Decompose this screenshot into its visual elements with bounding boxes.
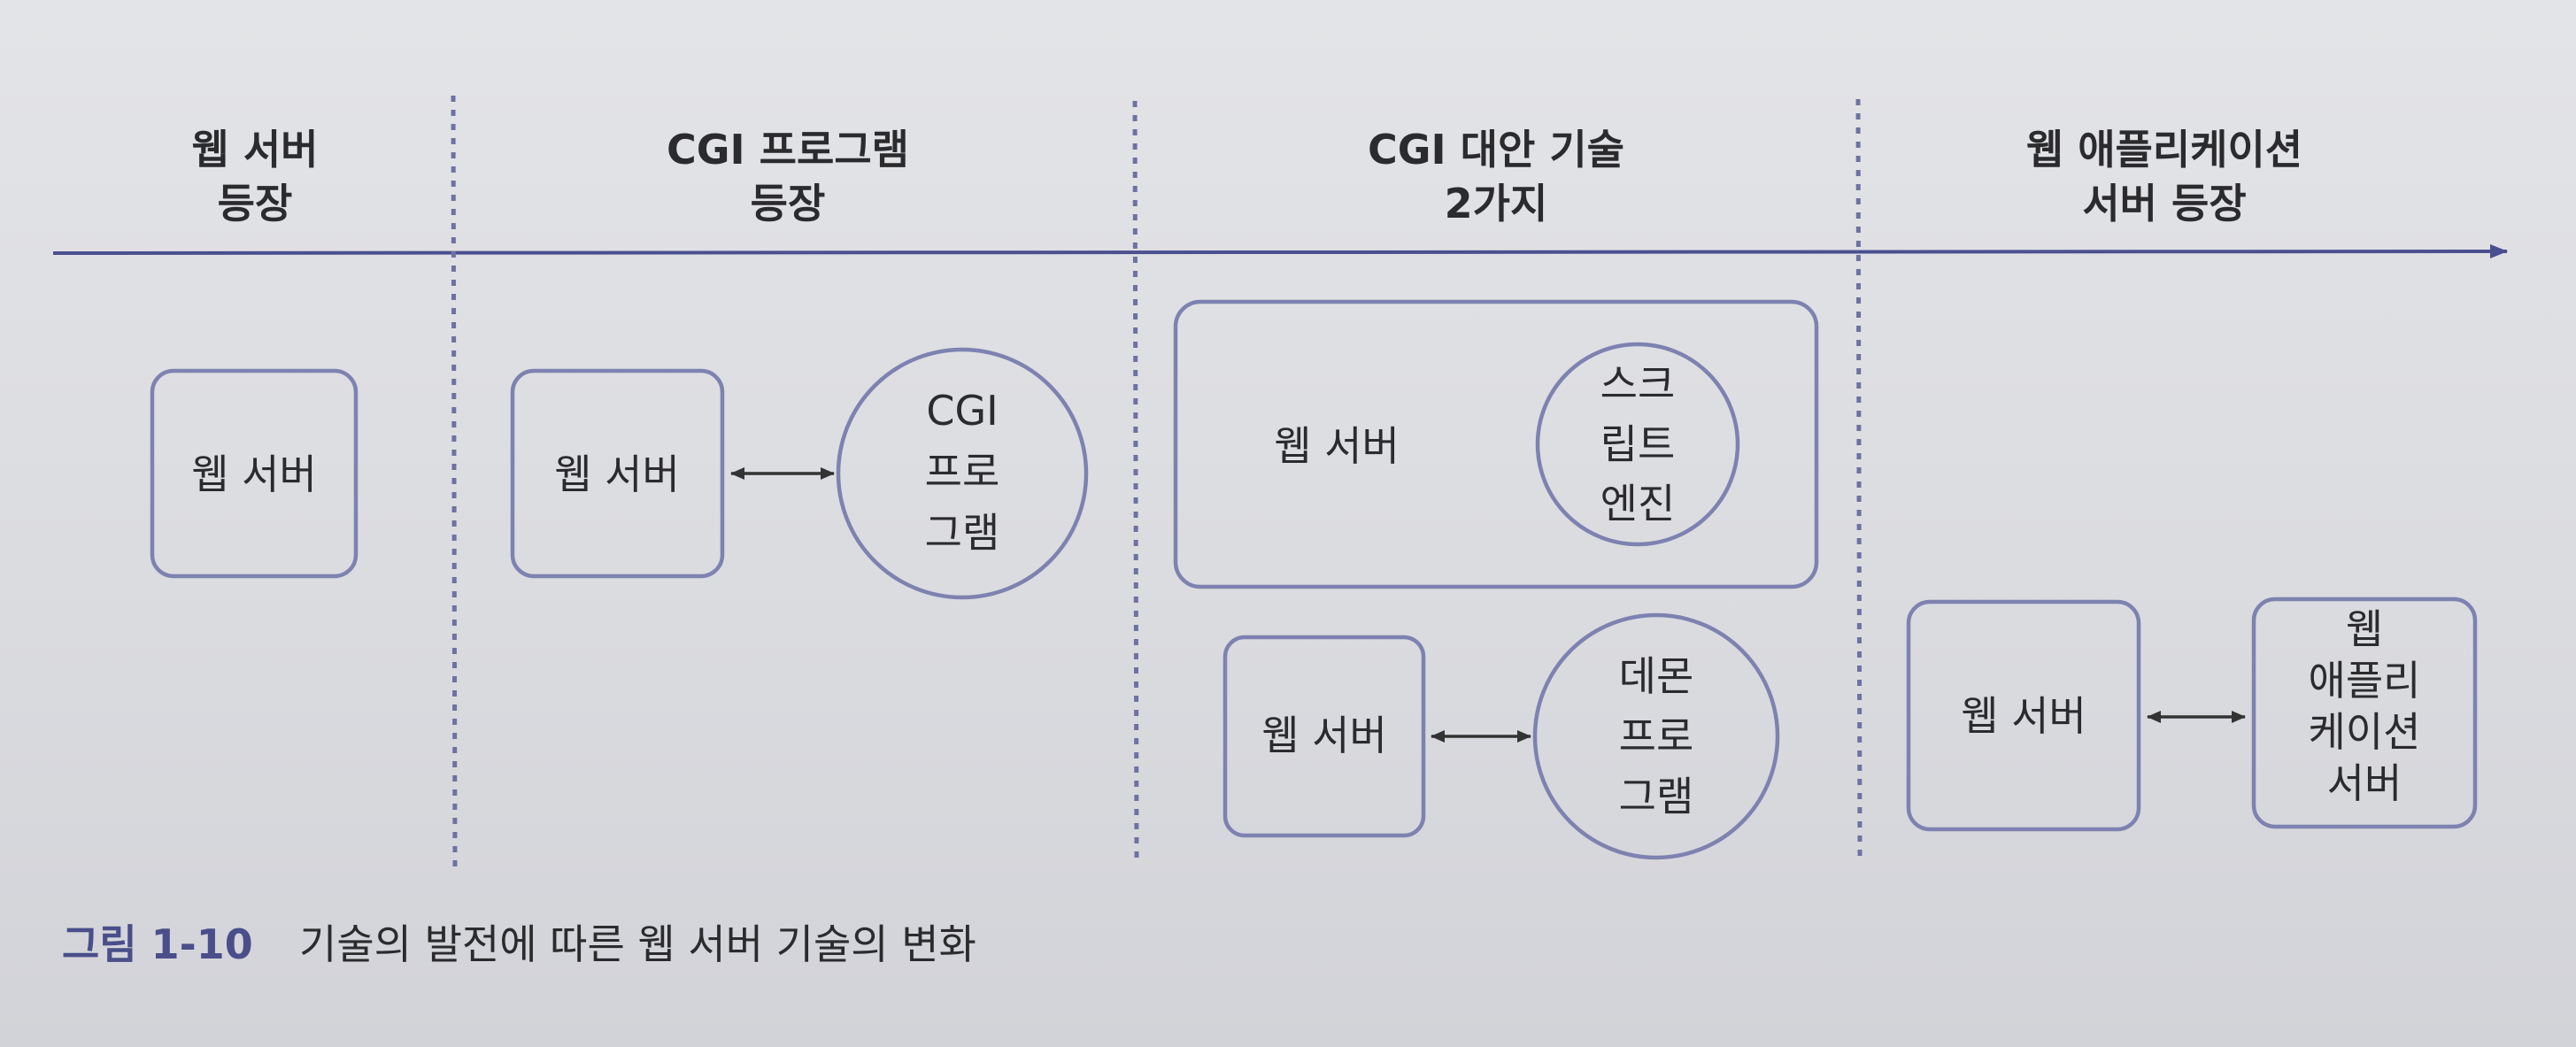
stage-separator-3 <box>1855 98 1863 858</box>
header-stage-4-line-2: 서버 등장 <box>2082 180 2246 227</box>
stage-2: 웹 서버 CGI 프로 그램 <box>510 347 1089 600</box>
web-server-box <box>510 368 725 579</box>
header-stage-3-line-1: CGI 대안 기술 <box>1368 126 1624 173</box>
header-stage-4-line-1: 웹 애플리케이션 <box>2026 126 2302 173</box>
was-line-1: 웹 <box>2346 605 2383 653</box>
combined-web-server-box <box>1173 299 1819 589</box>
was-line-2: 애플리 <box>2309 657 2421 704</box>
web-server-label: 웹 서버 <box>1261 712 1387 759</box>
was-line-3: 케이션 <box>2309 708 2421 756</box>
web-server-box <box>150 368 359 579</box>
was-box <box>2251 597 2478 829</box>
timeline-arrow <box>52 244 2508 259</box>
stage-separator-1 <box>451 95 458 870</box>
header-stage-1-line-1: 웹 서버 <box>192 126 319 173</box>
header-stage-2-line-1: CGI 프로그램 <box>667 126 909 173</box>
script-engine-line-1: 스크 <box>1600 360 1676 408</box>
combined-web-server-label: 웹 서버 <box>1274 422 1400 470</box>
daemon-program-line-3: 그램 <box>1619 773 1694 820</box>
caption-number: 그림 1-10 <box>62 920 253 968</box>
script-engine-circle <box>1535 342 1740 547</box>
cgi-program-line-3: 그램 <box>925 509 1000 557</box>
header-stage-2-line-2: 등장 <box>751 180 826 227</box>
timeline-headers: 웹 서버 등장 CGI 프로그램 등장 CGI 대안 기술 2가지 웹 애플리케… <box>192 126 2303 227</box>
daemon-program-circle <box>1532 612 1780 860</box>
web-server-label: 웹 서버 <box>191 450 317 498</box>
daemon-program-line-2: 프로 <box>1619 712 1694 760</box>
stage-1: 웹 서버 <box>150 368 359 579</box>
stage-4: 웹 서버 웹 애플리 케이션 서버 <box>1906 597 2478 832</box>
was-line-4: 서버 <box>2327 759 2402 807</box>
web-server-label: 웹 서버 <box>554 450 680 498</box>
web-server-box <box>1906 599 2141 832</box>
stage-separator-2 <box>1132 100 1139 861</box>
header-stage-3-line-2: 2가지 <box>1445 180 1548 227</box>
script-engine-line-2: 립트 <box>1600 420 1676 468</box>
cgi-program-line-2: 프로 <box>925 448 1000 496</box>
figure-caption: 그림 1-10 기술의 발전에 따른 웹 서버 기술의 변화 <box>62 920 976 968</box>
script-engine-line-3: 엔진 <box>1600 480 1676 527</box>
caption-text: 기술의 발전에 따른 웹 서버 기술의 변화 <box>299 920 976 968</box>
cgi-program-circle <box>836 347 1089 600</box>
web-server-box <box>1222 635 1426 838</box>
daemon-program-line-1: 데몬 <box>1619 652 1694 700</box>
cgi-program-line-1: CGI <box>926 387 998 435</box>
header-stage-1-line-2: 등장 <box>218 180 293 227</box>
web-server-label: 웹 서버 <box>1961 692 2086 740</box>
stage-3: 웹 서버 스크 립트 엔진 웹 서버 데몬 프로 그램 <box>1173 299 1819 860</box>
